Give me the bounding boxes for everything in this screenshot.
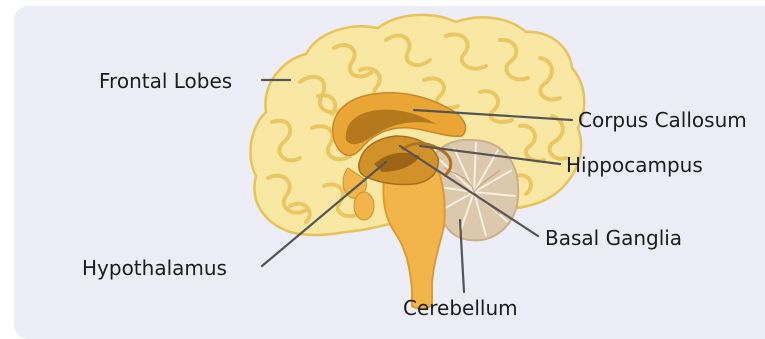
brainstem bbox=[383, 167, 444, 309]
label-corpus-callosum: Corpus Callosum bbox=[578, 108, 747, 132]
label-frontal-lobes: Frontal Lobes bbox=[99, 69, 232, 93]
label-hypothalamus: Hypothalamus bbox=[82, 256, 227, 280]
label-basal-ganglia: Basal Ganglia bbox=[545, 226, 682, 250]
label-hippocampus: Hippocampus bbox=[566, 153, 703, 177]
label-cerebellum: Cerebellum bbox=[403, 296, 518, 320]
